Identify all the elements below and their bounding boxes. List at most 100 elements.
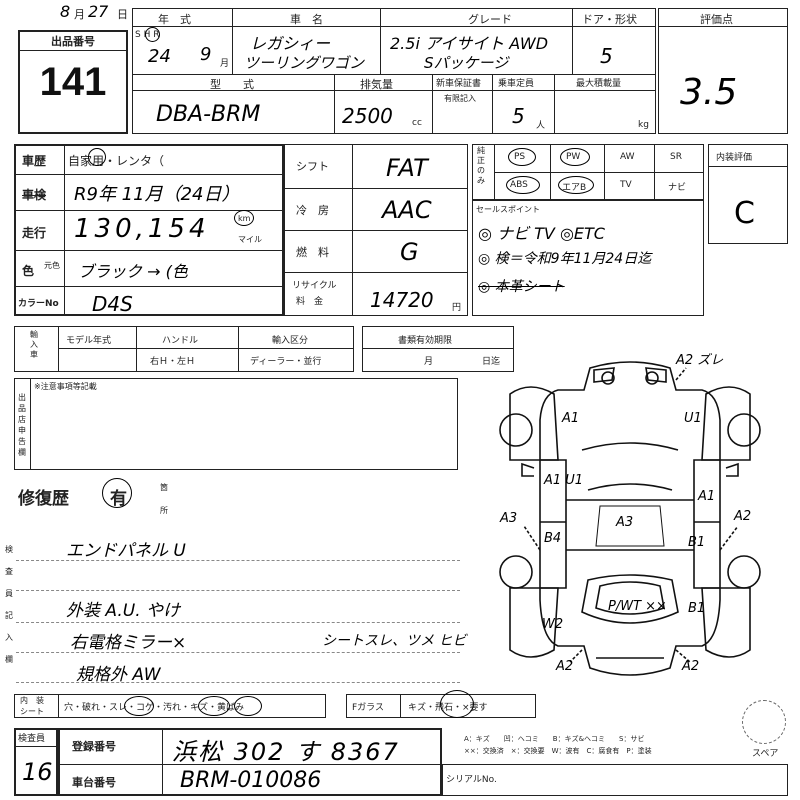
recycle-label-2: 料 金 [296, 297, 324, 307]
interior-score-value: C [734, 196, 755, 231]
color-no-value: D4S [92, 292, 133, 316]
history-box [14, 144, 284, 316]
glass-row [346, 694, 536, 718]
equip-airbag-circle [558, 176, 594, 194]
era-circle [145, 27, 160, 42]
import-type-value: ディーラー・並行 [250, 357, 322, 367]
auction-month-unit: 月 [74, 8, 85, 21]
cc-value: 2500 [342, 104, 393, 128]
mileage-value: 130,154 [74, 214, 210, 244]
sales-box [472, 200, 704, 316]
repair-loc-1: 箇 [160, 483, 168, 492]
mark-right-door: A1 [697, 489, 715, 504]
color-sub: 元色 [44, 261, 60, 270]
shaken-label: 車検 [22, 188, 47, 202]
equip-aw: AW [620, 152, 635, 162]
docs-month: 月 [424, 357, 434, 367]
mile-unit: マイル [238, 235, 262, 244]
recycle-unit: 円 [452, 303, 462, 313]
equip-navi: ナビ [668, 183, 687, 193]
handle-value: 右Ｈ・左Ｈ [150, 357, 196, 367]
recycle-value: 14720 [370, 288, 434, 312]
equip-sr: SR [670, 152, 682, 162]
fuel-label: 燃 料 [296, 246, 329, 259]
inspector-box [14, 728, 58, 796]
repair-line-1: エンドパネル U [66, 541, 186, 561]
glass-label: Fガラス [352, 703, 384, 713]
spare-circle [742, 700, 786, 744]
inspector-label: 検査員 [18, 734, 46, 744]
handle-label: ハンドル [162, 336, 199, 346]
insp-side-0: 検 [5, 545, 13, 554]
model-year: 24 [148, 46, 171, 67]
insp-side-1: 査 [5, 567, 13, 576]
lot-box [18, 30, 128, 134]
shift-label: シフト [296, 160, 329, 173]
docs-day: 日迄 [482, 357, 501, 367]
door-label: ドア・形状 [582, 13, 637, 26]
reg-label: 登録番号 [72, 740, 116, 753]
color-label: 色 [22, 264, 35, 278]
insp-side-2: 員 [5, 589, 13, 598]
equip-abs-circle [506, 176, 540, 194]
mileage-label: 走行 [22, 226, 47, 240]
insp-side-5: 欄 [5, 655, 13, 664]
shaken-value: R9年 11月（24日） [74, 184, 240, 205]
sales-label: セールスポイント [476, 205, 540, 214]
inspection-line-1: 外装 A.U. やけ [66, 601, 181, 621]
interior-dirt-circle [198, 696, 230, 716]
inspector-value: 16 [22, 758, 53, 786]
model-type: DBA-BRM [156, 102, 261, 127]
equipment-label: 純正のみ [477, 146, 485, 185]
interior-scratch-circle [234, 696, 262, 716]
spare-label: スペア [752, 749, 779, 759]
interior-label-2: シート [20, 707, 44, 716]
year-label: 年 式 [158, 13, 191, 26]
capacity-value: 5 [512, 104, 525, 128]
serial-box [442, 764, 788, 796]
mark-front-right-fender: U1 [684, 411, 702, 426]
chassis-value: BRM-010086 [180, 768, 322, 793]
score-label: 評価点 [700, 13, 733, 26]
registration-box [58, 728, 442, 796]
color-no-label: カラーNo [18, 299, 59, 309]
car-name-1: レガシィー [250, 34, 331, 53]
interior-items: 穴・破れ・スレ・コゲ・汚れ・キズ・黄ばみ [64, 703, 245, 713]
mark-left-side: A3 [499, 511, 517, 526]
capacity-unit: 人 [536, 121, 546, 131]
score-box [658, 8, 788, 134]
auction-day: 27 [88, 2, 109, 21]
header-grid [132, 8, 656, 134]
reg-value: 浜松 302 す 8367 [172, 738, 400, 766]
inspection-line-2b: シートスレ、ツメ ヒビ [322, 633, 467, 649]
grade-label: グレード [468, 13, 512, 26]
type-label: 型 式 [210, 78, 254, 91]
warranty-label: 新車保証書 [436, 79, 482, 89]
legend-line-2: ××：交換済 ×：交換要 W：波有 C：腐食有 P：塗装 [464, 747, 652, 755]
equip-tv: TV [620, 180, 632, 190]
warranty-sub: 有限記入 [444, 94, 476, 103]
mark-right-rear-door: B1 [688, 535, 705, 550]
ac-label: 冷 房 [296, 204, 329, 217]
chassis-label: 車台番号 [72, 776, 116, 789]
door-count: 5 [600, 44, 613, 68]
mark-rear-bumper-right: A2 [681, 659, 699, 674]
mark-rear-bumper-left: A2 [555, 659, 573, 674]
interior-row [14, 694, 326, 718]
model-year-label: モデル年式 [66, 336, 112, 346]
mark-left-rear-door: B4 [544, 531, 561, 546]
insp-side-4: 入 [5, 633, 13, 642]
mark-front-left-fender: A1 [561, 411, 579, 426]
notes-label: ※注意事項等記載 [34, 382, 97, 391]
glass-chip-circle [440, 690, 474, 718]
inspection-line-3: 規格外 AW [76, 665, 161, 685]
docs-box [362, 326, 514, 372]
history-label: 車歴 [22, 154, 47, 168]
repair-loc-2: 所 [160, 506, 168, 515]
equip-ps-circle [508, 148, 536, 166]
sales-line-2: ◎ 検＝令和9年11月24日迄 [478, 251, 652, 267]
score-value: 3.5 [680, 72, 738, 113]
history-circle [88, 148, 106, 166]
grade-2: Sパッケージ [424, 54, 509, 72]
interior-sure-circle [124, 696, 154, 716]
